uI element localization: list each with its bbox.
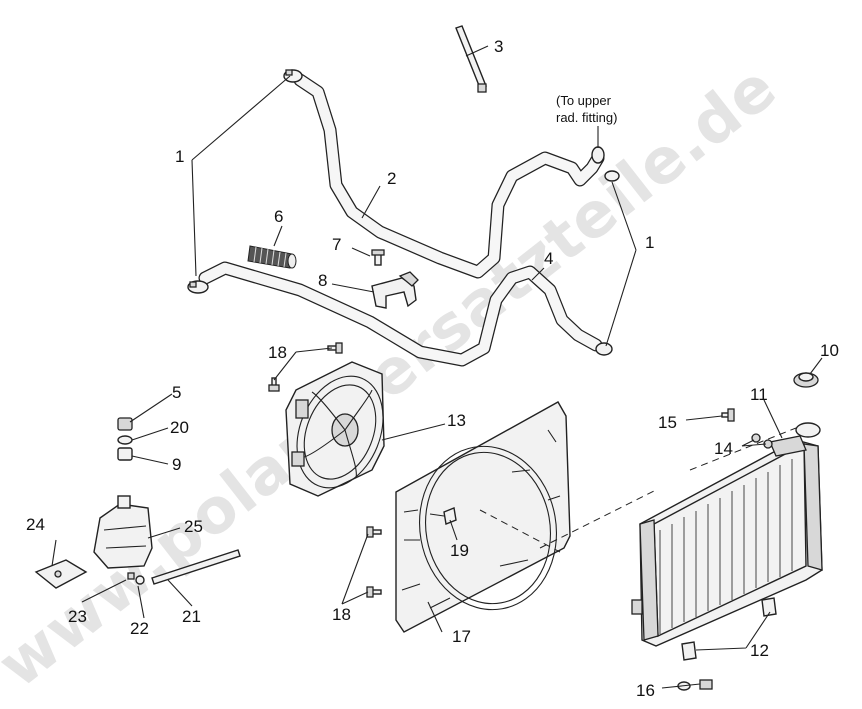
shroud-bolts xyxy=(366,526,382,598)
callout-3: 3 xyxy=(494,37,503,56)
callout-1a: 1 xyxy=(175,147,184,166)
radiator-cap xyxy=(793,372,821,438)
cooling-fan xyxy=(285,361,385,497)
radiator xyxy=(631,435,823,647)
upper-coolant-hose xyxy=(293,73,605,279)
callout-17: 17 xyxy=(452,627,471,646)
fan-shroud xyxy=(395,401,571,633)
reservoir-spacer-9 xyxy=(117,447,133,461)
callout-1b: 1 xyxy=(645,233,654,252)
note-line-2: rad. fitting) xyxy=(556,110,617,125)
coolant-reservoir xyxy=(93,495,153,569)
callout-6: 6 xyxy=(274,207,283,226)
callout-25: 25 xyxy=(184,517,203,536)
overflow-tube-21 xyxy=(151,549,241,585)
callout-15: 15 xyxy=(658,413,677,432)
callout-13: 13 xyxy=(447,411,466,430)
callout-23: 23 xyxy=(68,607,87,626)
callout-22: 22 xyxy=(130,619,149,638)
clamp-22-23 xyxy=(127,572,145,585)
hose-clamp-upper-left xyxy=(283,69,303,83)
note-line-1: (To upper xyxy=(556,93,612,108)
hose-clamp-lower-right xyxy=(595,170,620,356)
lower-coolant-hose xyxy=(198,261,603,367)
shroud-clip-19 xyxy=(443,507,457,525)
callout-4: 4 xyxy=(544,249,553,268)
alignment-line xyxy=(479,427,797,553)
callout-16: 16 xyxy=(636,681,655,700)
callout-5: 5 xyxy=(172,383,181,402)
callout-2: 2 xyxy=(387,169,396,188)
hose-holder-clip xyxy=(371,271,419,309)
callout-7: 7 xyxy=(332,235,341,254)
reservoir-bracket-24 xyxy=(34,559,88,589)
leader-lines xyxy=(51,45,823,689)
hose-clamp-lower-left xyxy=(187,280,209,294)
callout-21: 21 xyxy=(182,607,201,626)
callout-11: 11 xyxy=(750,385,768,404)
callout-14: 14 xyxy=(714,439,733,458)
cable-tie xyxy=(455,25,487,93)
grommets-12 xyxy=(681,597,777,661)
hose-clamp-upper-right xyxy=(591,146,605,164)
fan-bolts-upper xyxy=(268,342,343,392)
callout-18a: 18 xyxy=(268,343,287,362)
callout-19: 19 xyxy=(450,541,469,560)
callout-10: 10 xyxy=(820,341,839,360)
bolt-7 xyxy=(371,249,385,266)
reservoir-seal-20 xyxy=(117,435,133,445)
upper-fitting-note: (To upper rad. fitting) xyxy=(556,93,617,125)
bolt-15 xyxy=(721,408,735,422)
callout-numbers: 1 1 2 3 4 5 6 7 8 9 10 11 12 13 14 15 16… xyxy=(26,37,839,700)
callout-12: 12 xyxy=(750,641,769,660)
callout-20: 20 xyxy=(170,418,189,437)
protective-bellows xyxy=(247,245,297,269)
callout-9: 9 xyxy=(172,455,181,474)
callout-18b: 18 xyxy=(332,605,351,624)
reservoir-cap-5 xyxy=(117,417,133,431)
callout-8: 8 xyxy=(318,271,327,290)
callout-24: 24 xyxy=(26,515,45,534)
